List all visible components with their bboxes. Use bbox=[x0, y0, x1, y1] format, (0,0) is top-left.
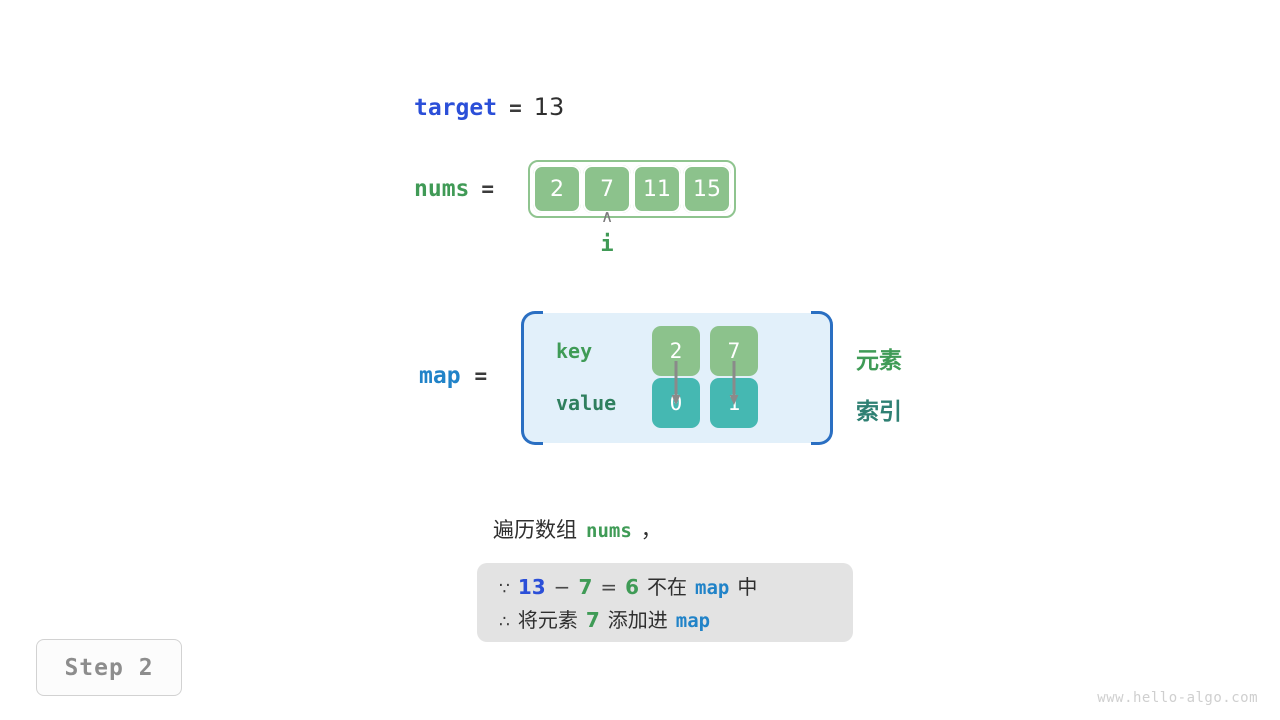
expr-code-map-1: map bbox=[695, 577, 730, 599]
pointer-label-i: i bbox=[600, 232, 614, 257]
nums-cell: 2 bbox=[533, 165, 582, 213]
side-note-index: 索引 bbox=[856, 399, 902, 425]
target-variable-label: target bbox=[414, 95, 498, 121]
map-key-cell: 7 bbox=[710, 326, 758, 376]
map-key-row-label: key bbox=[556, 339, 593, 363]
step-badge: Step 2 bbox=[36, 639, 182, 696]
map-value-row: value 01 bbox=[556, 378, 758, 428]
action-add-element-text: 将元素 bbox=[517, 608, 578, 632]
map-bracket-right-icon bbox=[811, 311, 833, 445]
expr-equals-operator: = bbox=[600, 575, 618, 599]
action-add-into-text: 添加进 bbox=[607, 608, 668, 632]
explanation-line-2: ∴ 将元素 7 添加进 map bbox=[499, 605, 831, 638]
pointer-caret-icon: ∧ bbox=[600, 207, 614, 227]
nums-cell: 11 bbox=[633, 165, 682, 213]
side-note-element: 元素 bbox=[856, 348, 902, 374]
expr-target-value: 13 bbox=[517, 575, 546, 599]
because-symbol-icon: ∵ bbox=[499, 579, 510, 599]
explanation-line-1: ∵ 13 − 7 = 6 不在 map 中 bbox=[499, 572, 831, 605]
caption-line: 遍历数组 nums ， bbox=[493, 514, 662, 544]
nums-cell: 15 bbox=[683, 165, 732, 213]
expr-result-value: 6 bbox=[625, 575, 640, 599]
caption-suffix: ， bbox=[640, 518, 662, 542]
nums-variable-label: nums bbox=[414, 176, 470, 202]
expr-code-map-2: map bbox=[675, 610, 711, 632]
expr-not-in-text: 不在 bbox=[647, 575, 688, 599]
map-bracket-left-icon bbox=[521, 311, 543, 445]
map-key-to-value-arrow-icon bbox=[729, 361, 739, 407]
map-key-to-value-arrow-icon bbox=[671, 361, 681, 407]
map-equals-sign: = bbox=[474, 364, 488, 388]
index-pointer-group: ∧ i bbox=[581, 208, 633, 256]
map-value-row-label: value bbox=[556, 391, 617, 415]
watermark: www.hello-algo.com bbox=[1097, 690, 1258, 706]
map-variable-label: map bbox=[419, 363, 461, 389]
map-container: key 27 value 01 bbox=[521, 311, 833, 445]
expr-in-text: 中 bbox=[737, 575, 758, 599]
nums-cell: 7 bbox=[583, 165, 632, 213]
target-equals-sign: = bbox=[509, 96, 522, 120]
target-assignment-row: target = 13 bbox=[414, 93, 564, 121]
caption-prefix: 遍历数组 bbox=[493, 518, 577, 542]
therefore-symbol-icon: ∴ bbox=[499, 612, 510, 632]
expr-minus-operator: − bbox=[553, 575, 571, 599]
map-assignment-row: map = bbox=[419, 363, 487, 389]
nums-equals-sign: = bbox=[481, 177, 495, 201]
action-element-value: 7 bbox=[585, 608, 600, 632]
expr-current-value: 7 bbox=[578, 575, 593, 599]
explanation-box: ∵ 13 − 7 = 6 不在 map 中 ∴ 将元素 7 添加进 map bbox=[477, 563, 853, 642]
target-value: 13 bbox=[533, 93, 565, 121]
caption-code-nums: nums bbox=[586, 520, 632, 542]
map-value-cells: 01 bbox=[652, 378, 758, 428]
